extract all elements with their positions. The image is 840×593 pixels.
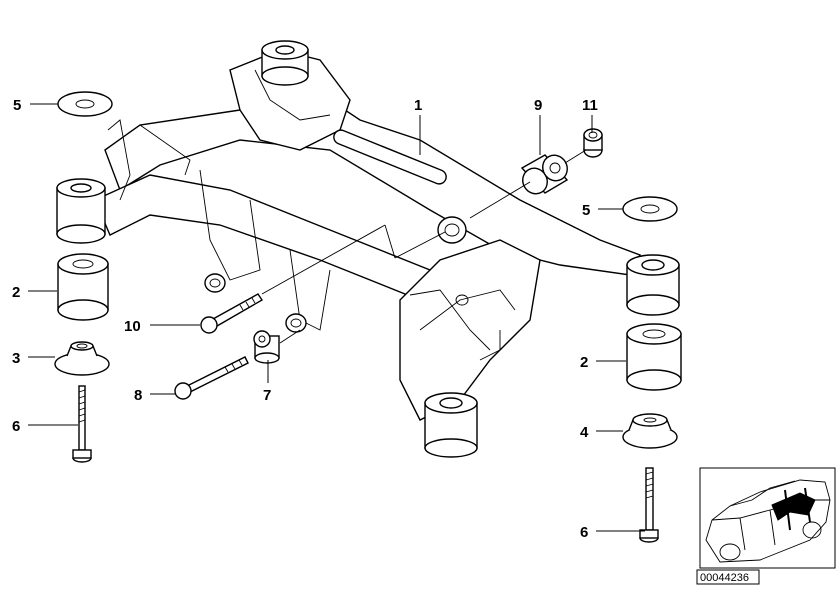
- subframe-mount-bushing-right: [626, 254, 680, 316]
- callout-6-right: 6: [580, 524, 588, 541]
- bushing-7: [253, 330, 280, 364]
- washer-5-left: [57, 91, 113, 117]
- callout-9: 9: [534, 97, 542, 114]
- reference-number-box: 00044236: [696, 569, 760, 585]
- subframe-mount-bushing-left: [56, 178, 106, 244]
- callout-5-left: 5: [13, 97, 21, 114]
- callout-8: 8: [134, 387, 142, 404]
- callout-5-right: 5: [582, 202, 590, 219]
- leader-lines: [28, 103, 645, 532]
- rubber-stop-3: [54, 341, 110, 376]
- callout-7: 7: [263, 387, 271, 404]
- callout-6-left: 6: [12, 418, 20, 435]
- vehicle-locator-inset: [699, 467, 836, 569]
- callout-11: 11: [582, 97, 598, 114]
- subframe-mount-bushing-bottom: [424, 392, 478, 458]
- callout-3: 3: [12, 350, 20, 367]
- callout-labels: 1 9 11 5 5 2 2 3 6 6 10 8 7 4: [12, 97, 598, 541]
- bolt-6-left: [72, 385, 92, 463]
- callout-2-left: 2: [12, 284, 20, 301]
- rubber-stop-4: [622, 413, 678, 449]
- callout-2-right: 2: [580, 354, 588, 371]
- nut-11: [583, 128, 603, 158]
- callout-1: 1: [414, 97, 422, 114]
- bolt-6-right: [639, 467, 659, 543]
- rear-axle-subframe: [94, 49, 641, 421]
- callout-10: 10: [124, 318, 141, 335]
- reference-number: 00044236: [700, 572, 749, 584]
- washer-5-right: [622, 196, 678, 222]
- callout-4: 4: [580, 424, 589, 441]
- bolt-10: [200, 293, 263, 334]
- rubber-bushing-9: [520, 154, 569, 195]
- rubber-mount-2-left: [57, 253, 109, 321]
- bolt-8: [174, 356, 249, 400]
- subframe-mount-bushing-top: [261, 40, 309, 86]
- rubber-mount-2-right: [626, 323, 682, 391]
